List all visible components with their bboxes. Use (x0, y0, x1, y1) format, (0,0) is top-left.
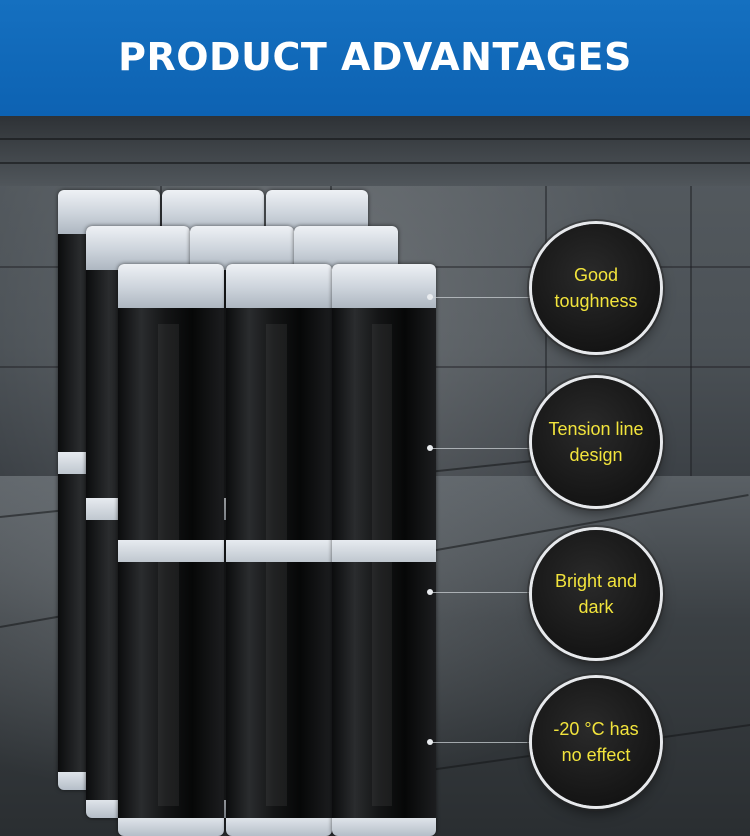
callout-line (432, 742, 534, 743)
wall-seam (690, 186, 692, 516)
roll-label-bottom (118, 818, 224, 836)
ceiling-line (0, 162, 750, 164)
callout-dot (427, 589, 433, 595)
roll-label-bottom (226, 818, 332, 836)
roll-label-bottom (332, 818, 436, 836)
roll-label-top (118, 264, 224, 308)
roll-label-band (118, 540, 224, 562)
page-title: PRODUCT ADVANTAGES (118, 35, 632, 79)
membrane-roll (332, 264, 436, 836)
membrane-roll (118, 264, 224, 836)
roll-label-top (332, 264, 436, 308)
roll-label-top (294, 226, 398, 270)
callout-dot (427, 445, 433, 451)
callout-line (432, 297, 534, 298)
roll-highlight (371, 324, 393, 806)
membrane-roll (226, 264, 332, 836)
callout-dot (427, 739, 433, 745)
callout-dot (427, 294, 433, 300)
callout-line (432, 448, 534, 449)
ceiling-line (0, 138, 750, 140)
wall-seam (545, 186, 547, 516)
roll-highlight (158, 324, 180, 806)
callout-line (432, 592, 534, 593)
ceiling (0, 116, 750, 186)
roll-label-band (226, 540, 332, 562)
roll-highlight (266, 324, 288, 806)
roll-label-top (226, 264, 332, 308)
roll-label-top (86, 226, 190, 270)
roll-label-band (332, 540, 436, 562)
header-banner: PRODUCT ADVANTAGES (0, 0, 750, 116)
roll-label-top (190, 226, 294, 270)
